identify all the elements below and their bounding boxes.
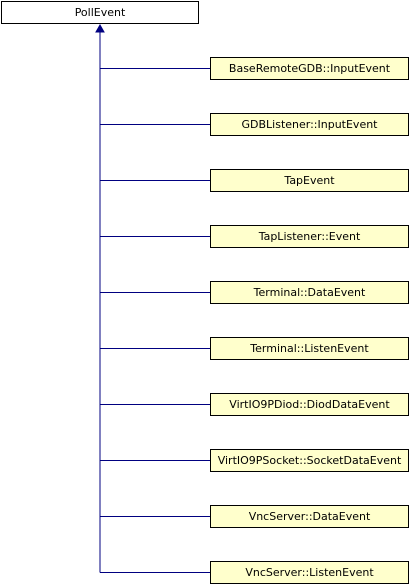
derived-class-label: VirtIO9PDiod::DiodDataEvent — [229, 398, 390, 411]
derived-class-node[interactable]: VncServer::DataEvent — [210, 505, 409, 528]
derived-class-node[interactable]: BaseRemoteGDB::InputEvent — [210, 57, 409, 80]
derived-class-node[interactable]: VncServer::ListenEvent — [210, 561, 409, 584]
base-class-node[interactable]: PollEvent — [1, 1, 199, 24]
derived-class-label: TapEvent — [284, 174, 335, 187]
derived-class-label: VirtIO9PSocket::SocketDataEvent — [217, 454, 402, 467]
derived-class-node[interactable]: TapEvent — [210, 169, 409, 192]
derived-class-label: GDBListener::InputEvent — [241, 118, 378, 131]
base-class-label: PollEvent — [74, 6, 126, 19]
inheritance-arrowhead — [95, 23, 105, 33]
derived-class-node[interactable]: Terminal::ListenEvent — [210, 337, 409, 360]
derived-class-node[interactable]: Terminal::DataEvent — [210, 281, 409, 304]
derived-class-node[interactable]: VirtIO9PSocket::SocketDataEvent — [210, 449, 409, 472]
derived-class-label: Terminal::DataEvent — [253, 286, 366, 299]
derived-class-node[interactable]: VirtIO9PDiod::DiodDataEvent — [210, 393, 409, 416]
derived-class-label: VncServer::DataEvent — [248, 510, 371, 523]
derived-class-label: Terminal::ListenEvent — [250, 342, 369, 355]
derived-class-label: TapListener::Event — [258, 230, 361, 243]
derived-class-label: BaseRemoteGDB::InputEvent — [228, 62, 391, 75]
derived-class-node[interactable]: GDBListener::InputEvent — [210, 113, 409, 136]
derived-class-label: VncServer::ListenEvent — [245, 566, 374, 579]
derived-class-node[interactable]: TapListener::Event — [210, 225, 409, 248]
